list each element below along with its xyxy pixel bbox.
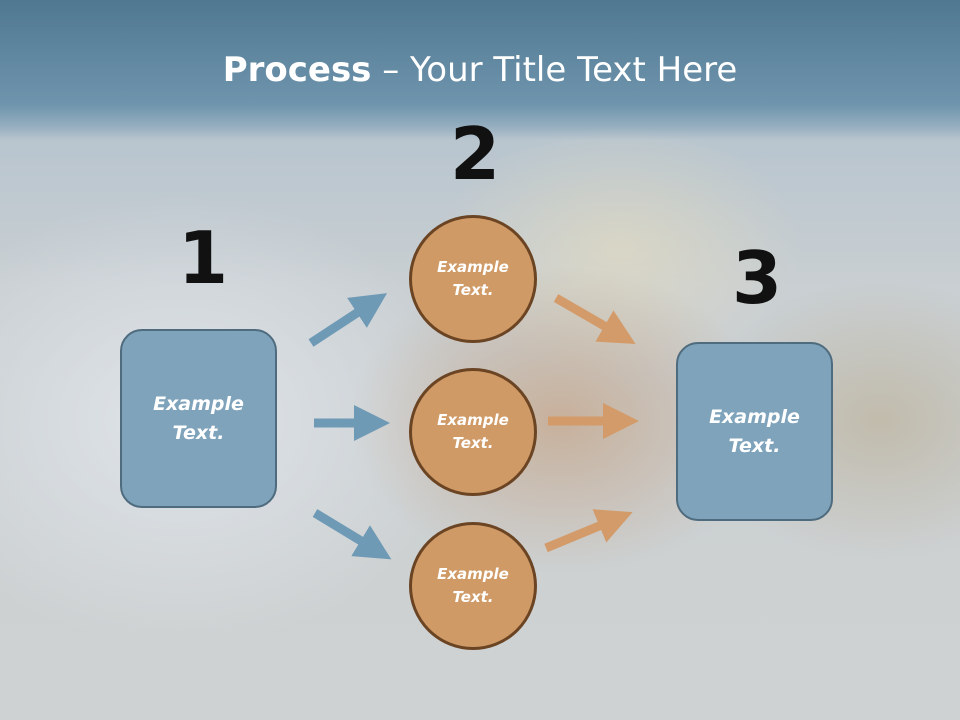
title-rest: – Your Title Text Here bbox=[371, 50, 738, 90]
circle-3-line1: Example bbox=[437, 565, 509, 583]
circle-1: Example Text. bbox=[409, 215, 537, 343]
title-bold: Process bbox=[222, 50, 372, 90]
circle-2-line2: Text. bbox=[452, 434, 494, 452]
arrow-from-circle-1 bbox=[553, 294, 636, 345]
circle-3: Example Text. bbox=[409, 522, 537, 650]
output-box-line1: Example bbox=[709, 405, 800, 428]
input-box-line1: Example bbox=[153, 392, 244, 415]
arrow-to-circle-1 bbox=[308, 293, 388, 347]
output-box: Example Text. bbox=[676, 342, 833, 521]
circle-1-line1: Example bbox=[437, 258, 509, 276]
slide-title: Process – Your Title Text Here bbox=[0, 50, 960, 90]
arrow-to-circle-3 bbox=[312, 509, 392, 560]
input-box-line2: Text. bbox=[172, 421, 225, 444]
output-box-line2: Text. bbox=[728, 434, 781, 457]
title-band bbox=[0, 0, 960, 140]
step-number-3: 3 bbox=[732, 236, 783, 320]
arrow-from-circle-3 bbox=[544, 509, 633, 553]
input-box: Example Text. bbox=[120, 329, 277, 508]
step-number-1: 1 bbox=[178, 216, 229, 300]
step-number-2: 2 bbox=[450, 112, 501, 196]
circle-2: Example Text. bbox=[409, 368, 537, 496]
circle-1-line2: Text. bbox=[452, 281, 494, 299]
circle-2-line1: Example bbox=[437, 411, 509, 429]
circle-3-line2: Text. bbox=[452, 588, 494, 606]
